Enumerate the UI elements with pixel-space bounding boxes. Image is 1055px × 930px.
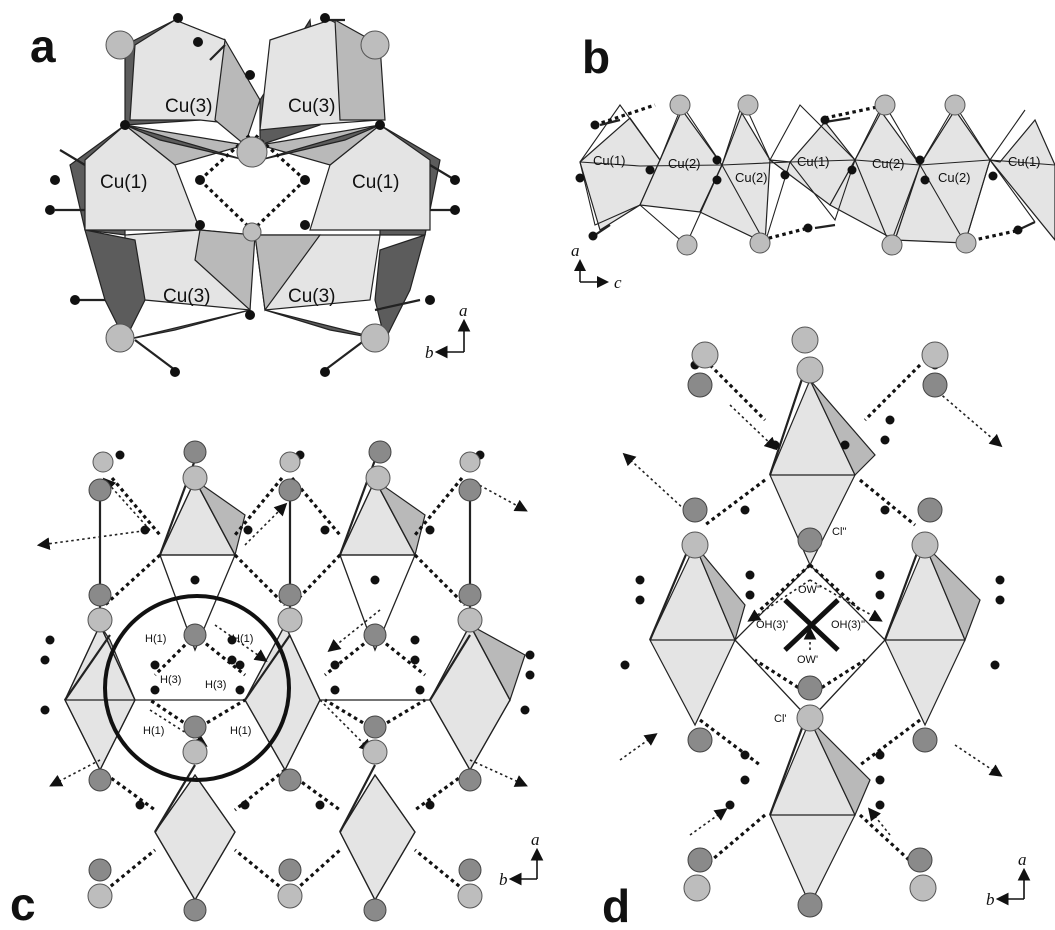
panel-b-atom-label-7: Cu(1) bbox=[1008, 154, 1041, 169]
panel-d-atom-label-4: OH(3)'' bbox=[831, 619, 865, 631]
panel-c-axis-vertical: a bbox=[531, 830, 540, 849]
panel-b-atom-label-2: Cu(2) bbox=[668, 156, 701, 171]
panel-b-axis-vertical: a bbox=[571, 241, 580, 260]
panel-a-label: a bbox=[30, 20, 56, 72]
panel-c-atom-label-2: H(1) bbox=[232, 633, 253, 645]
panel-c-atom-label-4: H(3) bbox=[205, 679, 226, 691]
panel-c-atom-label-3: H(3) bbox=[160, 674, 181, 686]
panel-d-atom-label-6: Cl' bbox=[774, 713, 787, 725]
panel-b-atom-label-3: Cu(2) bbox=[735, 170, 768, 185]
panel-b: b Cu(1) Cu(2) Cu(2) Cu(1) Cu(2) Cu(2) Cu… bbox=[571, 31, 1055, 292]
panel-b-atom-label-6: Cu(2) bbox=[938, 170, 971, 185]
panel-a-axis-horizontal: b bbox=[425, 343, 434, 362]
panel-b-atom-label-5: Cu(2) bbox=[872, 156, 905, 171]
panel-c-axis-indicator: a b bbox=[499, 830, 544, 889]
panel-b-label: b bbox=[582, 31, 610, 83]
panel-b-atom-label-4: Cu(1) bbox=[797, 154, 830, 169]
panel-c-atom-label-6: H(1) bbox=[230, 725, 251, 737]
panel-a-atom-label-1: Cu(3) bbox=[165, 96, 213, 117]
panel-c-label: c bbox=[10, 878, 36, 930]
panel-c-atom-label-1: H(1) bbox=[145, 633, 166, 645]
panel-c: H(1) H(1) H(3) H(3) H(1) H(1) c a b bbox=[10, 440, 544, 930]
panel-c-atom-label-5: H(1) bbox=[143, 725, 164, 737]
panel-a-atom-label-5: Cu(3) bbox=[163, 286, 211, 307]
panel-b-atom-label-1: Cu(1) bbox=[593, 153, 626, 168]
panel-a-axis-indicator: a b bbox=[425, 301, 471, 362]
panel-a-atom-label-6: Cu(3) bbox=[288, 286, 336, 307]
panel-b-axis-indicator: a c bbox=[571, 241, 622, 292]
panel-d-cross-line-2 bbox=[783, 598, 840, 652]
panel-d-atom-label-3: OH(3)' bbox=[756, 619, 788, 631]
panel-d-atom-label-2: OW'' bbox=[798, 584, 821, 596]
panel-c-axis-horizontal: b bbox=[499, 870, 508, 889]
panel-b-axis-horizontal: c bbox=[614, 273, 622, 292]
panel-a-axis-vertical: a bbox=[459, 301, 468, 320]
panel-a-atom-label-4: Cu(1) bbox=[352, 172, 400, 193]
panel-c-highlight-circle bbox=[103, 594, 291, 782]
panel-d-atom-label-5: OW' bbox=[797, 654, 818, 666]
panel-d-axis-horizontal: b bbox=[986, 890, 995, 909]
panel-d-axis-vertical: a bbox=[1018, 850, 1027, 869]
panel-d-axis-indicator: a b bbox=[986, 850, 1031, 909]
panel-d-label: d bbox=[602, 880, 630, 930]
panel-d: Cl'' OW'' OH(3)' OH(3)'' OW' Cl' d a b bbox=[602, 326, 1031, 930]
panel-a-atom-label-2: Cu(3) bbox=[288, 96, 336, 117]
panel-d-atom-label-1: Cl'' bbox=[832, 526, 847, 538]
panel-a-atom-label-3: Cu(1) bbox=[100, 172, 148, 193]
panel-a: a Cu(3) Cu(3) Cu(1) Cu(1) Cu(3) Cu(3) a … bbox=[30, 13, 471, 377]
